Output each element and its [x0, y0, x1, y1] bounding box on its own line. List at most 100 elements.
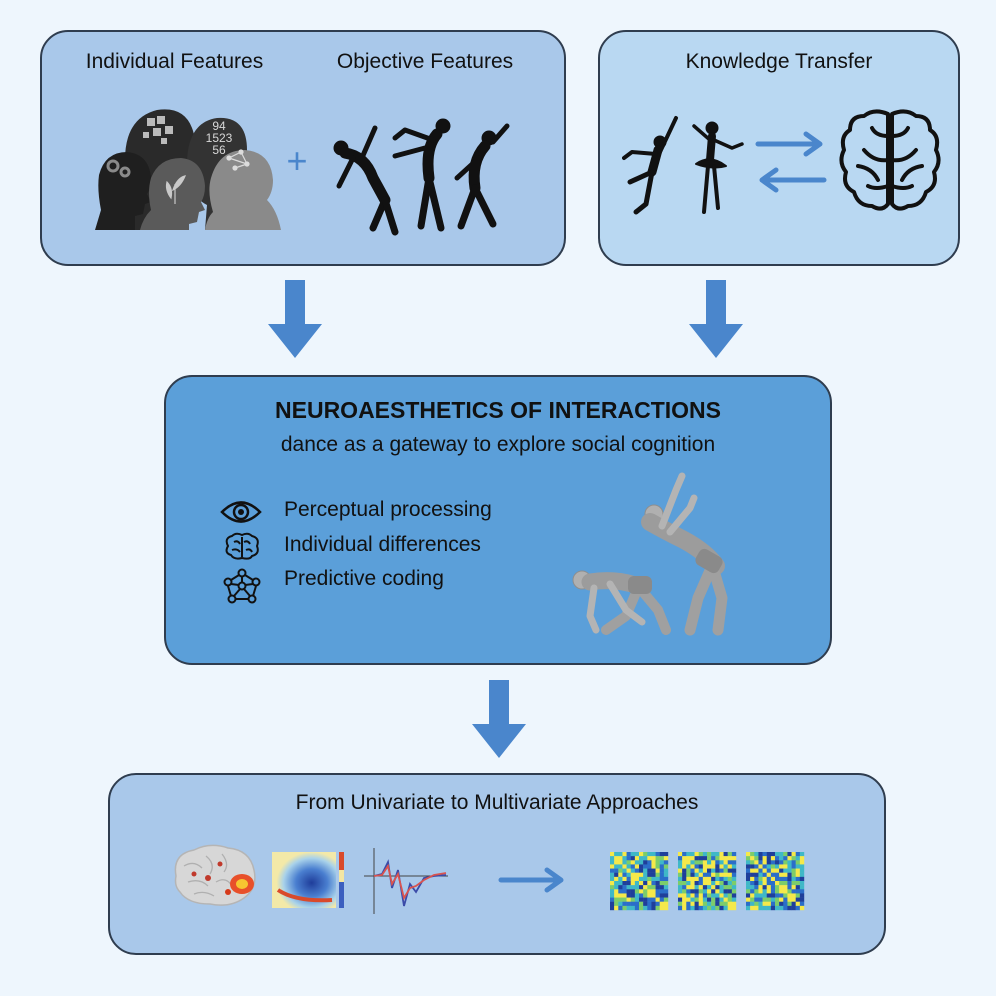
matrix-cell — [610, 876, 615, 882]
matrix-cell — [762, 868, 767, 873]
matrix-cell — [766, 905, 772, 911]
matrix-cell — [750, 885, 755, 890]
matrix-cell — [678, 901, 683, 907]
matrix-cell — [678, 893, 683, 898]
matrix-cell — [659, 885, 665, 890]
matrix-cell — [634, 885, 640, 890]
matrix-cell — [727, 868, 733, 873]
matrix-cell — [659, 872, 665, 878]
matrix-cell — [634, 856, 640, 861]
matrix-cell — [651, 868, 656, 873]
matrix-cell — [686, 876, 691, 882]
matrix-cell — [795, 881, 801, 886]
matrix-cell — [731, 852, 737, 857]
matrix-cell — [758, 876, 763, 882]
matrix-cell — [723, 852, 728, 857]
matrix-cell — [690, 868, 695, 873]
matrix-cell — [626, 864, 631, 869]
matrix-cell — [762, 905, 767, 911]
matrix-cell — [762, 872, 767, 878]
matrix-cell — [610, 889, 615, 894]
matrix-cell — [746, 885, 751, 890]
matrix-cell — [762, 856, 767, 861]
matrix-cell — [614, 893, 619, 898]
matrix-cell — [727, 872, 733, 878]
matrix-cell — [622, 885, 627, 890]
matrix-cell — [762, 901, 767, 907]
matrix-cell — [659, 856, 665, 861]
dancer-poses-illustration — [333, 118, 510, 236]
matrix-cell — [723, 893, 728, 898]
matrix-cell — [626, 856, 631, 861]
matrix-cell — [634, 876, 640, 882]
matrix-cell — [622, 901, 627, 907]
matrix-cell — [723, 881, 728, 886]
matrix-cell — [715, 897, 720, 902]
matrix-cell — [715, 885, 720, 890]
matrix-cell — [723, 864, 728, 869]
matrix-cell — [727, 881, 733, 886]
matrix-cell — [634, 905, 640, 911]
matrix-cell — [647, 893, 652, 898]
matrix-cell — [779, 885, 784, 890]
matrix-cell — [702, 885, 708, 890]
matrix-cell — [614, 885, 619, 890]
matrix-cell — [630, 868, 636, 873]
matrix-cell — [799, 893, 805, 898]
matrix-cell — [766, 897, 772, 902]
matrix-cell — [663, 893, 669, 898]
matrix-cell — [762, 852, 767, 857]
matrix-cell — [682, 876, 687, 882]
matrix-cell — [727, 856, 733, 861]
matrix-cell — [766, 901, 772, 907]
matrix-cell — [758, 860, 763, 865]
matrix-cell — [647, 876, 652, 882]
matrix-cell — [750, 852, 755, 857]
matrix-cell — [731, 868, 737, 873]
matrix-cell — [682, 897, 687, 902]
matrix-cell — [651, 889, 656, 894]
matrix-cell — [659, 897, 665, 902]
avatar-dancers-illustration — [572, 472, 728, 636]
matrix-cell — [678, 856, 683, 861]
matrix-cell — [655, 876, 660, 882]
matrix-cell — [634, 868, 640, 873]
matrix-cell — [783, 864, 788, 869]
matrix-cell — [614, 852, 619, 857]
matrix-cell — [678, 852, 683, 857]
matrix-cell — [766, 864, 772, 869]
matrix-cell — [690, 864, 695, 869]
matrix-cell — [779, 893, 784, 898]
matrix-cell — [766, 856, 772, 861]
matrix-cell — [682, 860, 687, 865]
matrix-cell — [779, 905, 784, 911]
matrix-cell — [746, 852, 751, 857]
matrix-cell — [758, 864, 763, 869]
matrix-cell — [715, 864, 720, 869]
matrix-cell — [766, 876, 772, 882]
matrix-cell — [686, 905, 691, 911]
matrix-cell — [746, 860, 751, 865]
matrix-cell — [655, 856, 660, 861]
matrix-cell — [651, 856, 656, 861]
matrix-cell — [643, 860, 648, 865]
matrix-cell — [618, 868, 623, 873]
matrix-cell — [799, 881, 805, 886]
matrix-cell — [719, 868, 724, 873]
matrix-cell — [707, 852, 712, 857]
matrix-cell — [678, 860, 683, 865]
matrix-cell — [731, 881, 737, 886]
matrix-cell — [727, 897, 733, 902]
matrix-cell — [702, 893, 708, 898]
matrix-cell — [779, 876, 784, 882]
matrix-cell — [775, 905, 780, 911]
matrix-cell — [754, 893, 759, 898]
matrix-cell — [731, 860, 737, 865]
matrix-cell — [775, 852, 780, 857]
matrix-cell — [762, 893, 767, 898]
matrix-cell — [655, 889, 660, 894]
matrix-cell — [655, 860, 660, 865]
matrix-cell — [663, 868, 669, 873]
matrix-cell — [655, 868, 660, 873]
matrix-cell — [750, 876, 755, 882]
